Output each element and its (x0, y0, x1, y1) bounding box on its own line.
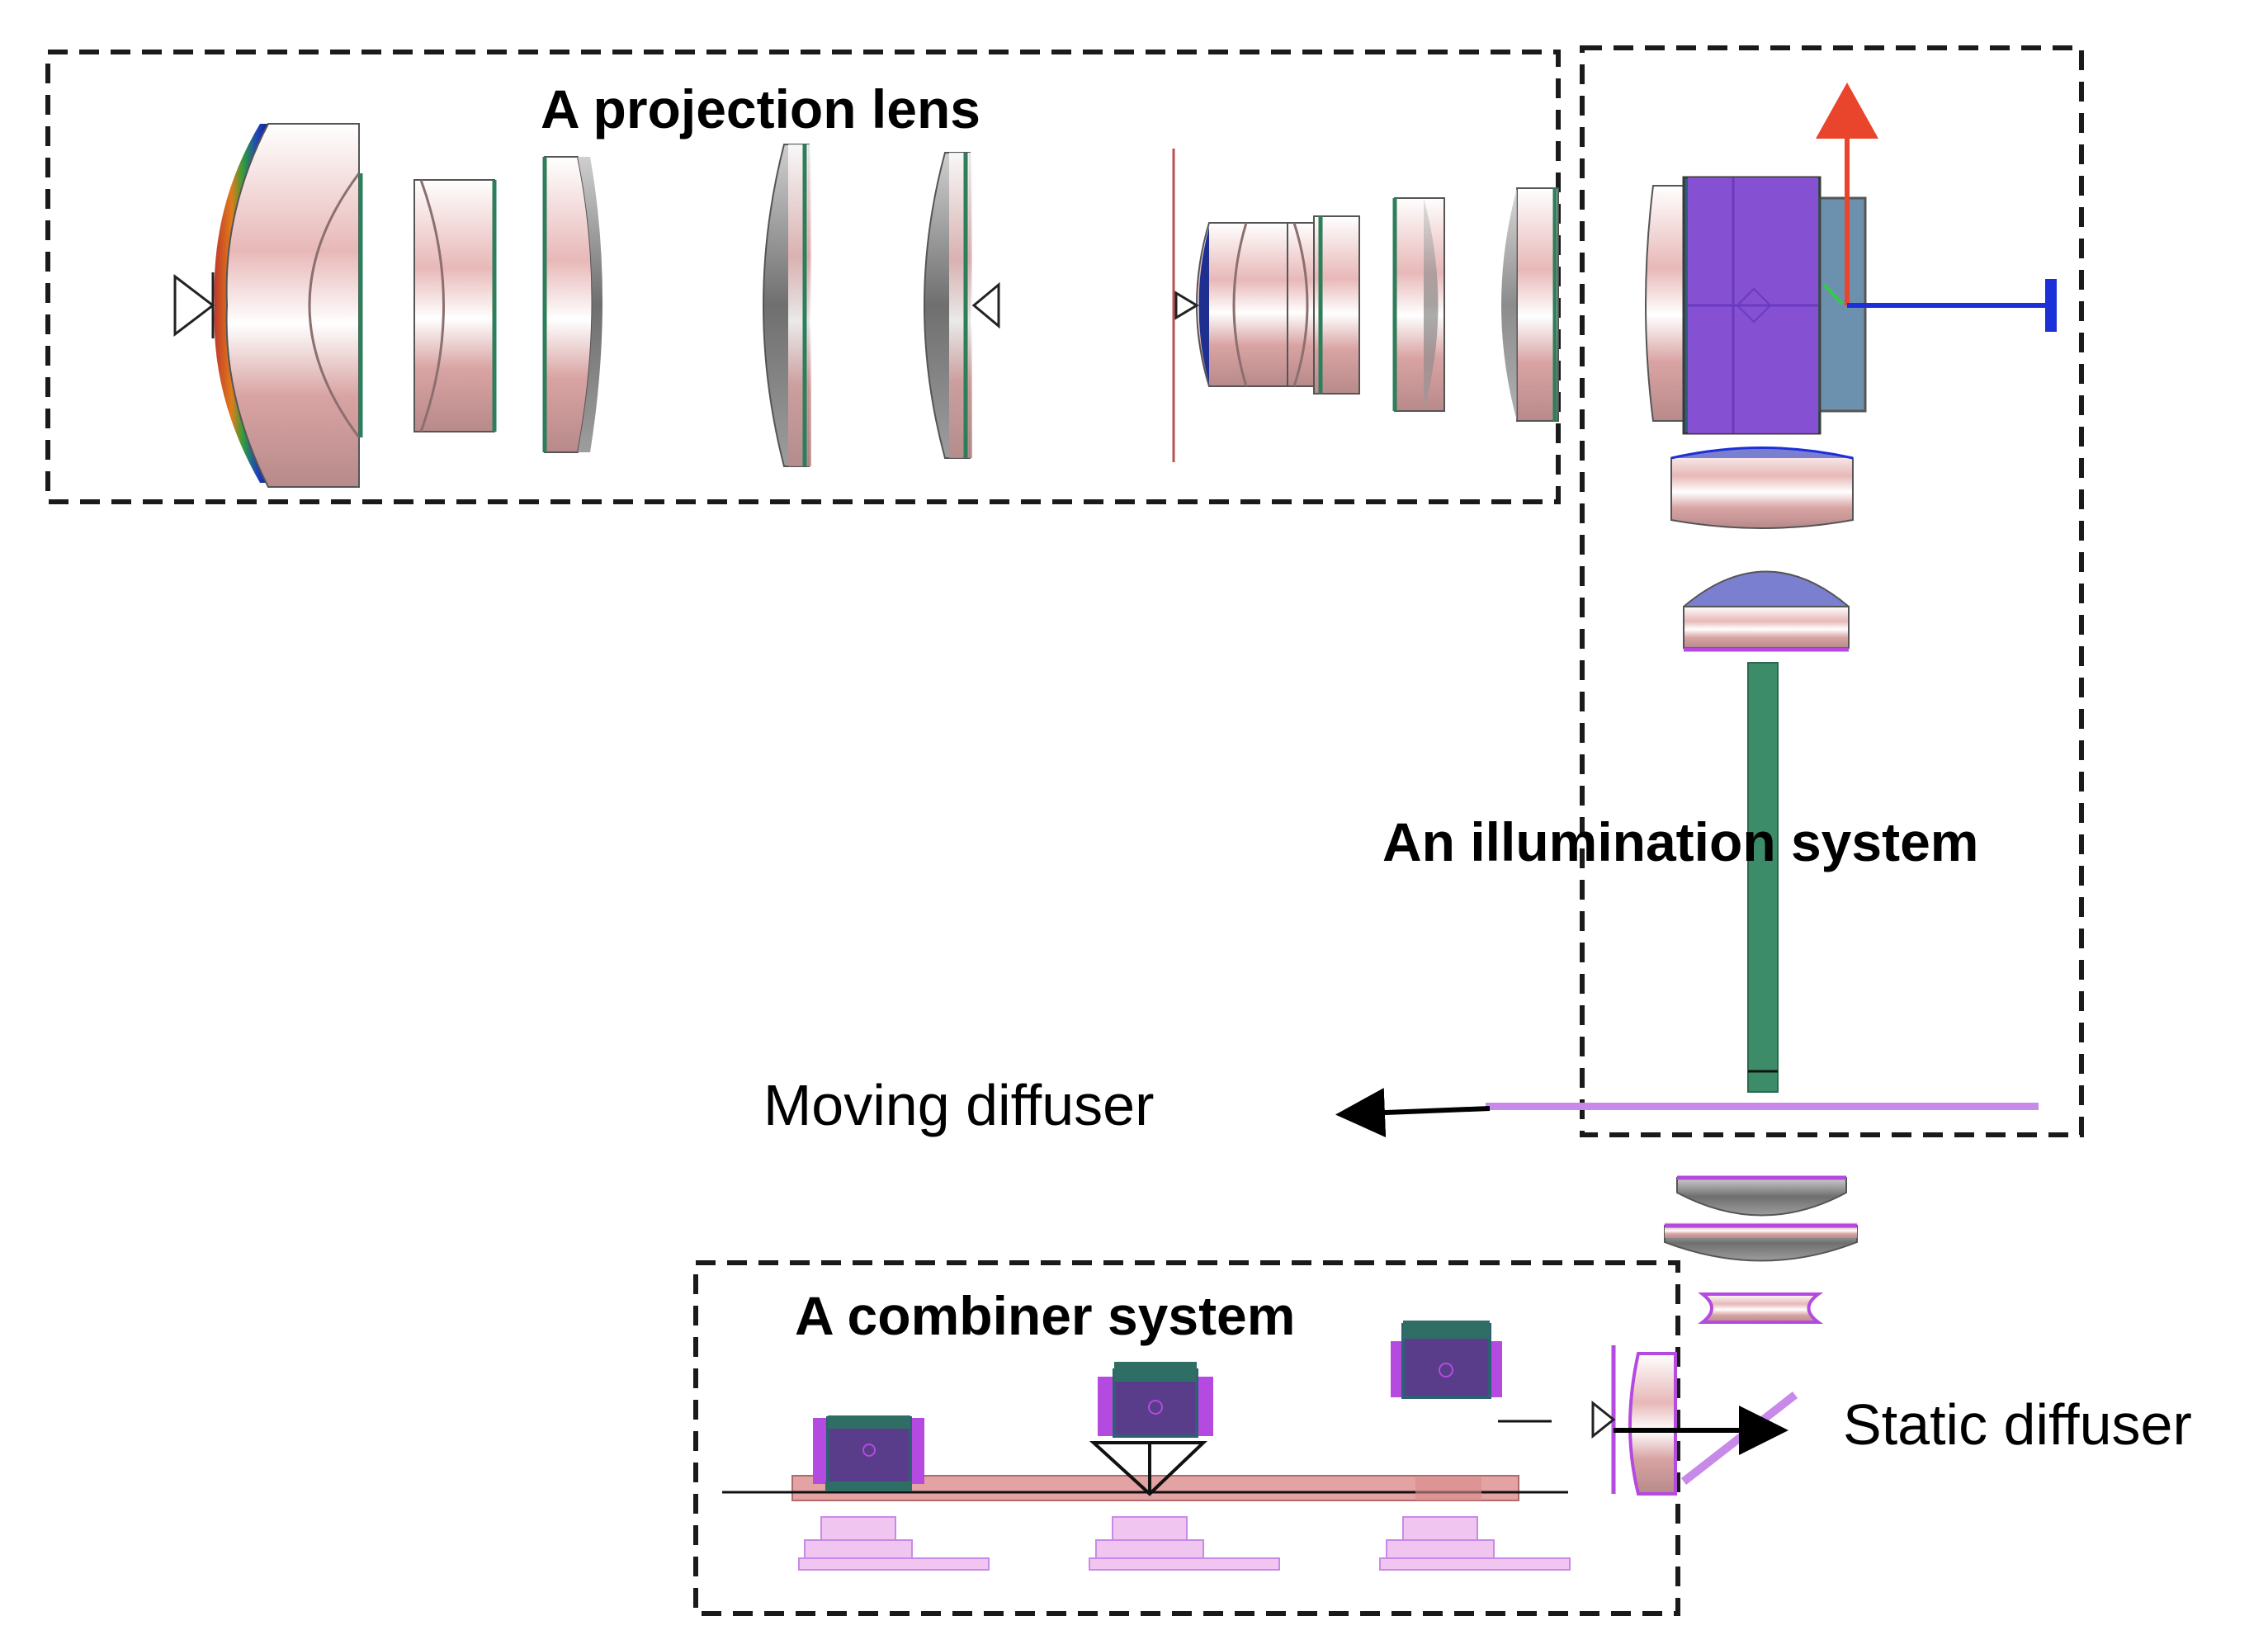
heat-sink-icon (798, 1516, 1571, 1571)
projection-lens-elements (173, 123, 1559, 488)
lens-element-3 (544, 156, 593, 453)
led-package-icon (813, 1415, 924, 1491)
front-lens (225, 123, 360, 488)
combiner-system-label: A combiner system (795, 1285, 1295, 1346)
lens-element-2 (413, 179, 495, 432)
led-package-icon (1391, 1321, 1502, 1399)
stop-marker-icon-2 (971, 281, 1000, 329)
moving-diffuser-plate (1486, 1103, 2039, 1110)
led-package-icon (1098, 1362, 1213, 1438)
moving-diffuser-arrow-icon (1335, 1088, 1491, 1138)
combiner-system-frame (693, 1260, 1680, 1616)
relay-optics (1664, 1175, 1858, 1485)
stop-marker-icon (173, 272, 215, 338)
condenser-lens-1 (1670, 447, 1854, 529)
illumination-system-label: An illumination system (1382, 811, 1978, 872)
combiner-prism (1089, 1441, 1207, 1496)
projection-lens-label: A projection lens (541, 78, 980, 139)
concave-lens (1698, 1292, 1824, 1324)
combiner-elements (722, 1321, 1677, 1571)
lens-group-6 (1196, 222, 1288, 387)
front-lens-colored-band (214, 124, 272, 483)
static-diffuser-plate (1680, 1392, 1798, 1485)
illumination-system-frame (1580, 45, 2084, 1137)
small-marker-icon (1174, 291, 1199, 320)
moving-diffuser-label: Moving diffuser (763, 1073, 1154, 1137)
illumination-elements (1486, 83, 2057, 1110)
collimating-lens (1628, 1352, 1677, 1496)
lens-element-10 (1516, 187, 1559, 422)
light-beam (1747, 662, 1779, 1093)
stop-marker-icon-3 (1591, 1400, 1616, 1439)
static-diffuser-label: Static diffuser (1843, 1392, 2192, 1457)
front-lens-inner (308, 172, 361, 438)
